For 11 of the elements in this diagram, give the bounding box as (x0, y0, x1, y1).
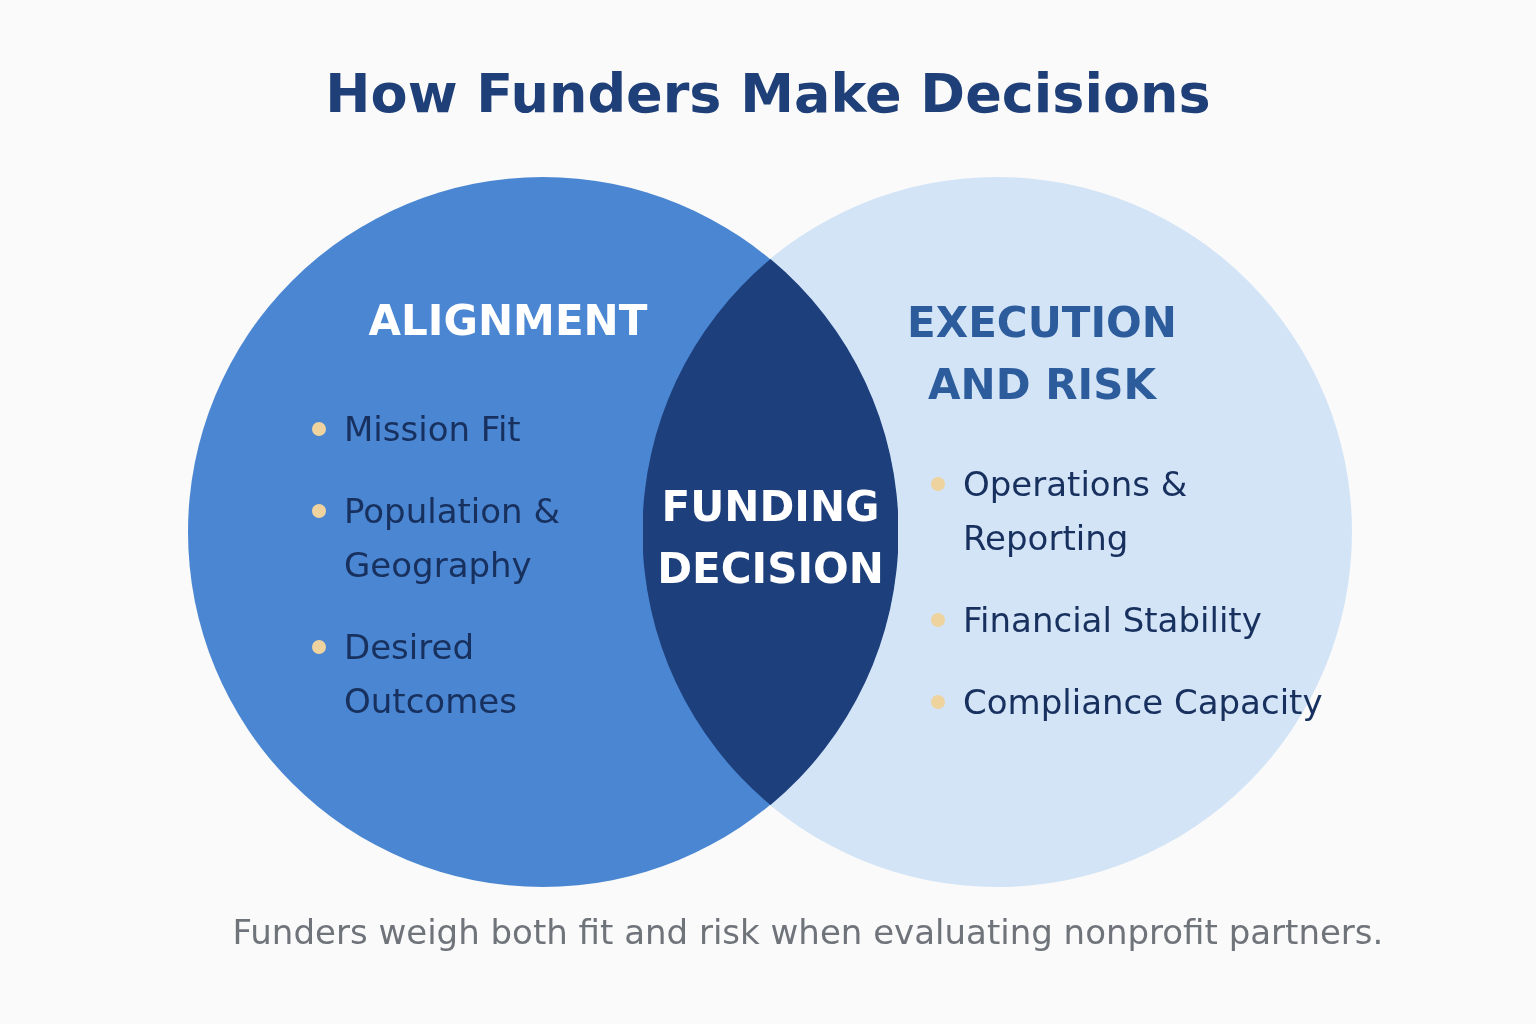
bullet-item: Population & Geography (308, 484, 644, 592)
caption: Funders weigh both fit and risk when evaluating nonprofit partners. (231, 912, 1385, 952)
bullet-item: Compliance Capacity (927, 675, 1323, 729)
bullet-item: Mission Fit (308, 402, 644, 456)
bullet-item: Financial Stability (927, 593, 1323, 647)
diagram-title: How Funders Make Decisions (324, 62, 1212, 125)
bullet-item: Desired Outcomes (308, 620, 644, 728)
section-heading: FUNDING DECISION (656, 481, 885, 595)
bullet-item: Operations & Reporting (927, 457, 1323, 565)
section-heading: ALIGNMENT (367, 295, 649, 347)
section-heading: EXECUTION AND RISK (906, 297, 1178, 411)
